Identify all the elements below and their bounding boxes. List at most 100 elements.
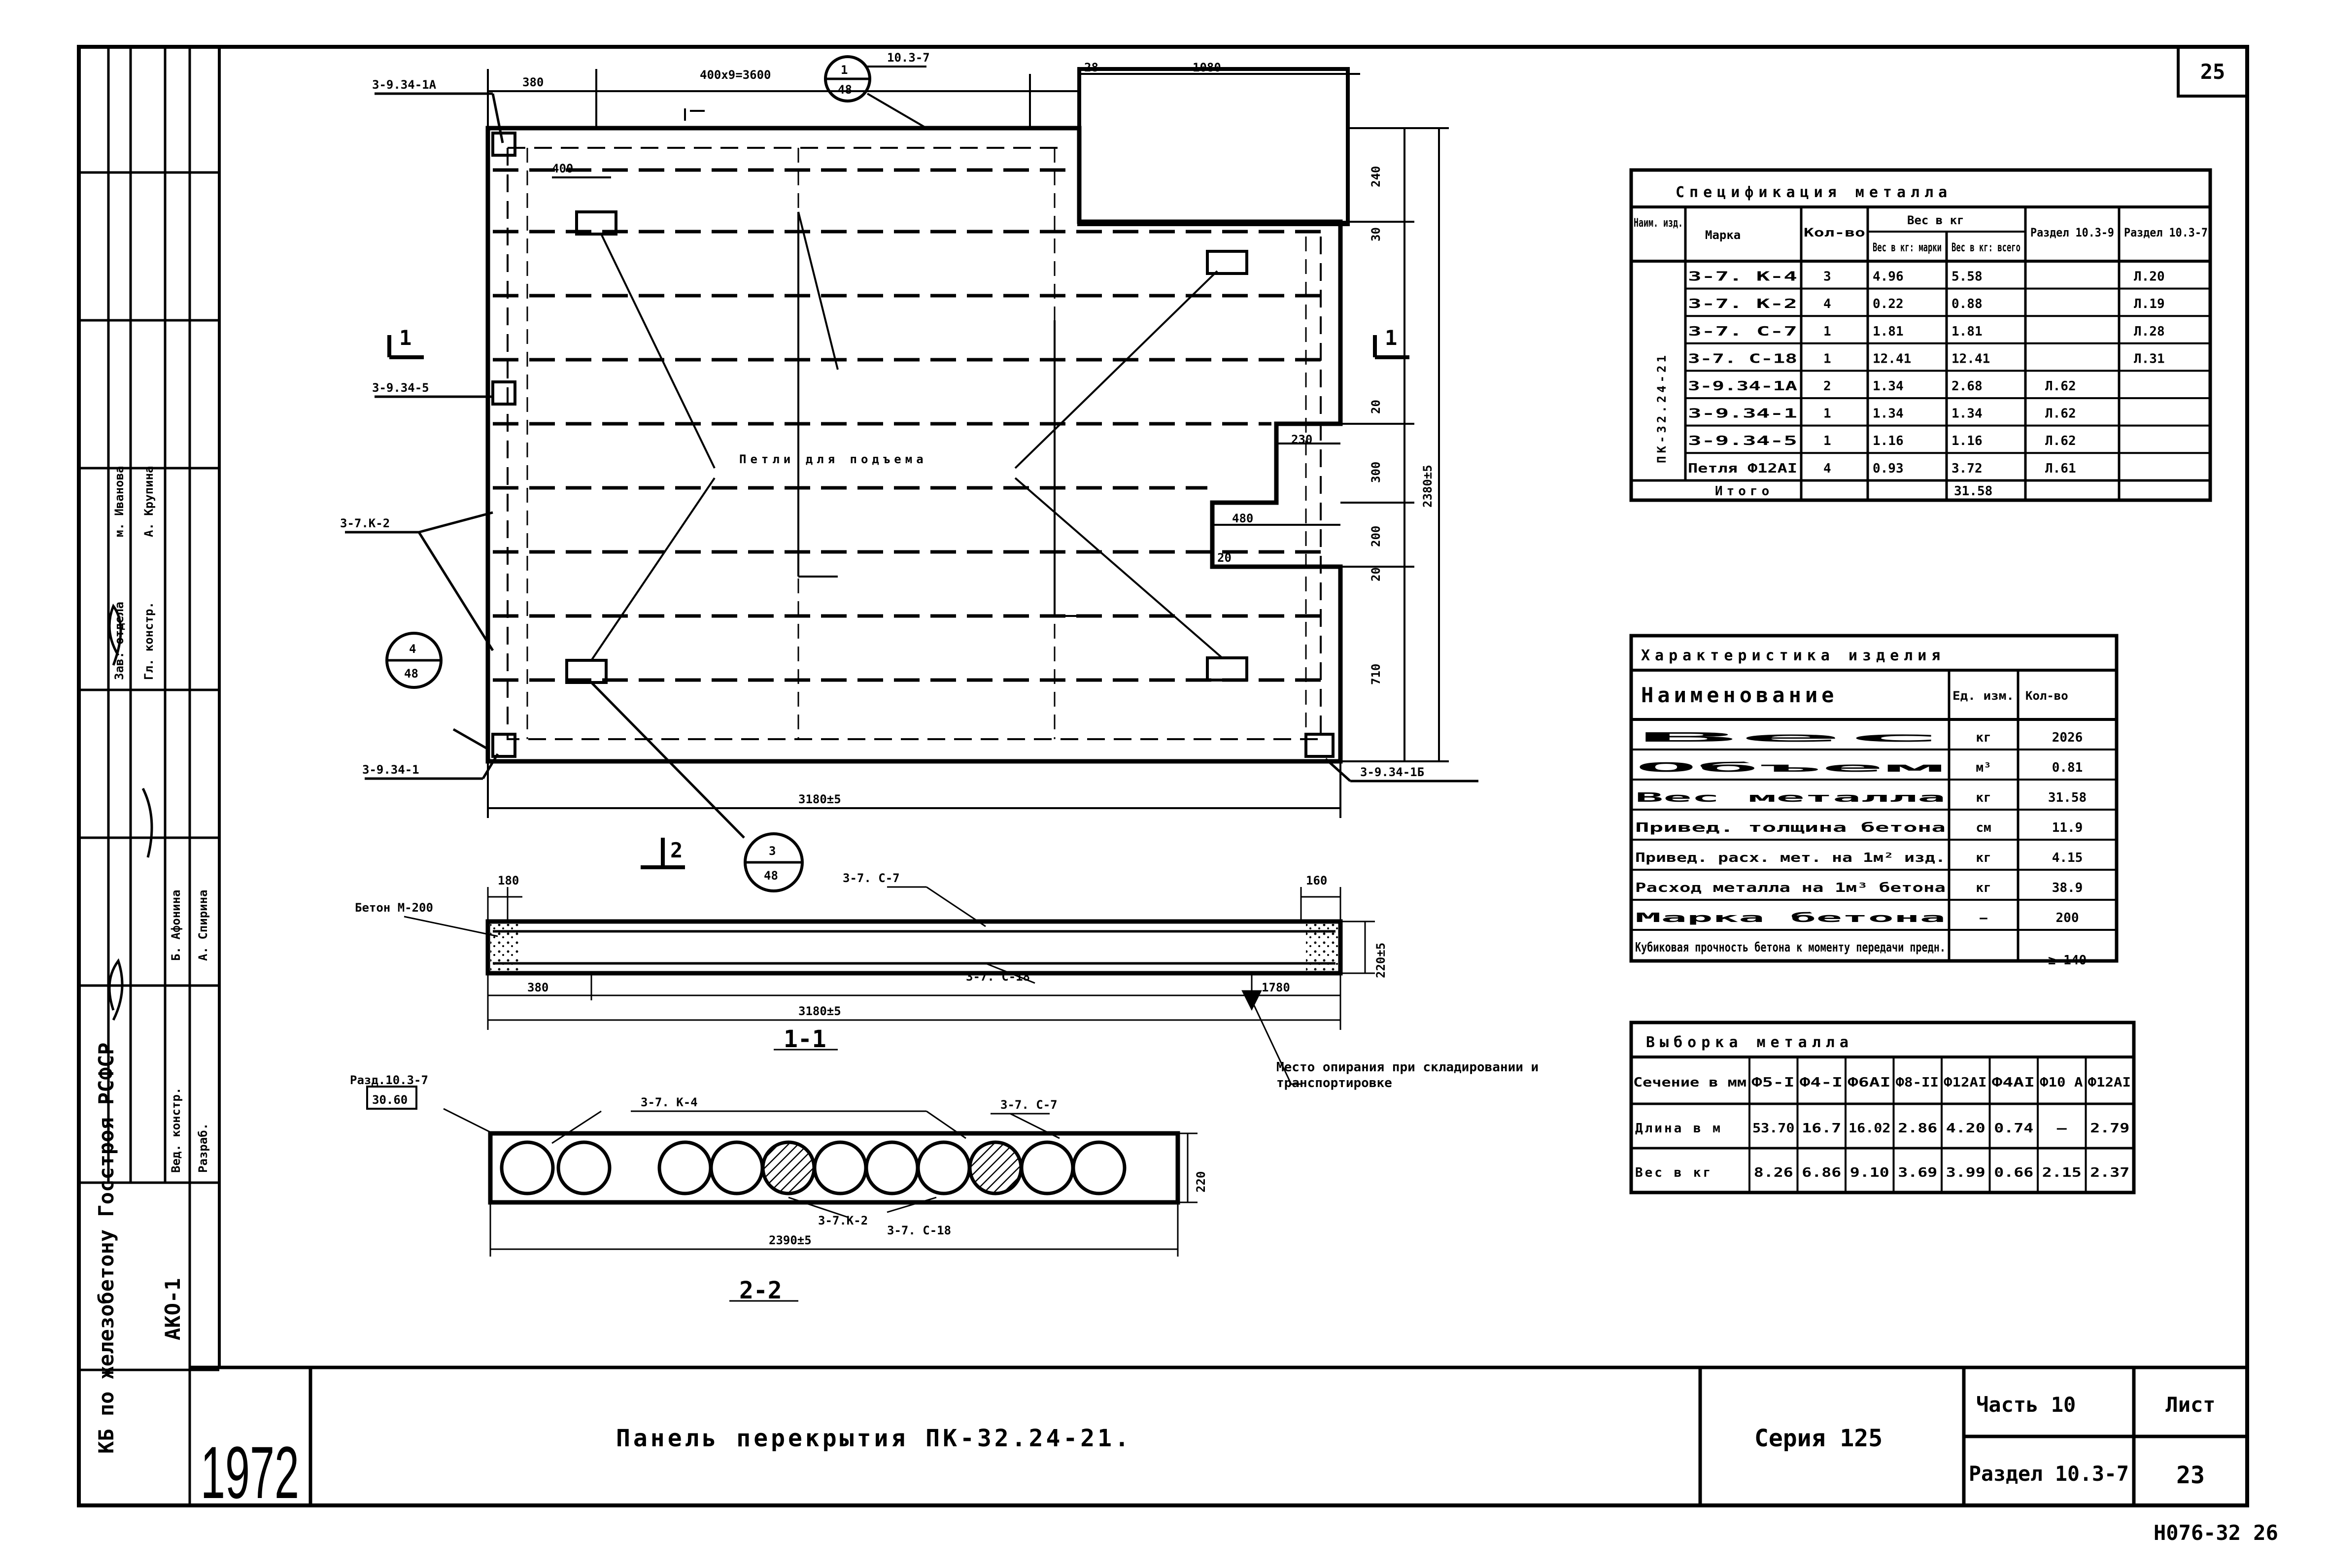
sample-header-cell: Ф4-I (1800, 1075, 1843, 1090)
sample-value-cell: 16.7 (1802, 1121, 1841, 1136)
spec-cell-weight-total: 1.81 (1951, 324, 1983, 339)
spec-cell-qty: 1 (1823, 324, 1831, 339)
spec-table (1629, 168, 2212, 502)
spec-cell-mark: 3-9.34-5 (1688, 434, 1797, 448)
signature-role-2: Гл. констр. (142, 602, 156, 680)
sample-header-cell: Ф6АI (1848, 1075, 1891, 1090)
char-cell-unit: кг (1976, 881, 1991, 895)
sample-header-cell: Ф4АI (1992, 1075, 2035, 1090)
spec-cell-weight-mark: 0.22 (1873, 297, 1904, 311)
char-cell-value: ≥ 140 (2048, 953, 2087, 968)
sample-value-cell: 2.79 (2090, 1121, 2129, 1136)
spec-header-section-9: Раздел 10.3-9 (2030, 226, 2114, 239)
spec-table-title: Спецификация металла (1676, 184, 1952, 201)
dim-20c: 20 (1369, 567, 1383, 581)
spec-cell-weight-mark: 1.81 (1873, 324, 1904, 339)
spec-cell-weight-mark: 1.16 (1873, 434, 1904, 448)
drawing-year: 1972 (201, 1431, 299, 1514)
spec-header-weight: Вес в кг (1907, 213, 1964, 227)
org-code: АКО-1 (161, 1278, 185, 1340)
hollow-core-void (1071, 1140, 1127, 1195)
sample-row-label: Длина в м (1635, 1121, 1722, 1136)
spec-cell-mark: 3-9.34-1А (1688, 379, 1798, 394)
spec-cell-weight-total: 0.88 (1951, 297, 1983, 311)
spec-table-text: Спецификация металла Наим. изд. Марка Ко… (1634, 184, 2208, 499)
spec-cell-weight-mark: 1.34 (1873, 407, 1904, 421)
sheet-corner-number: 25 (2200, 60, 2225, 84)
signature-name-1: м. Иванова (112, 466, 126, 538)
char-header-name: Наименование (1641, 683, 1838, 707)
spec-cell-weight-total: 3.72 (1951, 461, 1983, 476)
char-cell-name: Вес металла (1635, 790, 1946, 805)
label-left-lower: 3-7.К-2 (340, 516, 390, 530)
spec-cell-weight-mark: 12.41 (1873, 351, 1911, 366)
char-cell-name: Объем (1635, 760, 1946, 775)
char-cell-unit: кг (1976, 730, 1991, 745)
spec-item-name: ПК-32.24-21 (1655, 352, 1669, 463)
sheet-label: Лист (2165, 1393, 2215, 1417)
spec-cell-qty: 4 (1823, 461, 1831, 476)
section-1-1-bottom-bar: 3-7. С-18 (966, 970, 1030, 984)
section: Раздел 10.3-7 (1969, 1462, 2129, 1486)
signature-role-4: Разраб. (196, 1123, 210, 1173)
dim-400: 400 (552, 162, 573, 175)
spec-cell-qty: 2 (1823, 379, 1831, 394)
char-cell-name: Привед. толщина бетона (1635, 820, 1946, 835)
section-1-1-labels: 1-1 Бетон М-200 3-7. С-7 3-7. С-18 180 1… (355, 871, 1539, 1091)
spec-cell-weight-total: 1.34 (1951, 407, 1983, 421)
sample-header-cell: Сечение в мм (1633, 1075, 1746, 1090)
spec-cell-qty: 1 (1823, 351, 1831, 366)
label-bottom-right: 3-9.34-1Б (1360, 765, 1424, 779)
signature-role-1: Зав. отдела (112, 602, 126, 680)
spec-cell-section-9: Л.61 (2045, 461, 2076, 476)
char-cell-value: 0.81 (2052, 760, 2083, 775)
spec-cell-weight-total: 12.41 (1951, 351, 1990, 366)
hollow-core-void (657, 1140, 713, 1195)
sample-value-cell: 53.70 (1752, 1121, 1795, 1136)
spec-cell-weight-total: 5.58 (1951, 270, 1983, 284)
spec-cell-mark: 3-7. С-7 (1688, 324, 1797, 339)
spec-cell-qty: 1 (1823, 434, 1831, 448)
char-cell-name: Марка бетона (1635, 911, 1946, 925)
sample-value-cell: 16.02 (1849, 1121, 1891, 1136)
drawing-title: Панель перекрытия ПК-32.24-21. (616, 1425, 1132, 1452)
spec-cell-section-7: Л.19 (2134, 297, 2165, 311)
section-2-2-c18: 3-7. С-18 (887, 1224, 951, 1237)
signature-name-4: А. Спирина (196, 890, 210, 961)
sample-header-cell: Ф10 А (2040, 1075, 2083, 1090)
char-cell-name: Вес (1635, 730, 1946, 745)
sample-value-cell: 9.10 (1850, 1165, 1889, 1180)
dim-28: 28 (1084, 61, 1098, 74)
section-mark-1-right: 1 (1385, 326, 1397, 350)
spec-cell-weight-mark: 1.34 (1873, 379, 1904, 394)
char-cell-unit: кг (1976, 851, 1991, 865)
spec-cell-section-7: Л.28 (2134, 324, 2165, 339)
char-cell-value: 11.9 (2052, 820, 2083, 835)
section-2-2-k2: 3-7.К-2 (818, 1214, 868, 1227)
dim-240: 240 (1369, 166, 1383, 187)
sample-table (1629, 1021, 2136, 1194)
spec-cell-weight-mark: 4.96 (1873, 270, 1904, 284)
spec-cell-mark: 3-7. К-4 (1688, 270, 1797, 284)
sample-value-cell: 2.86 (1898, 1121, 1937, 1136)
hollow-core-void (864, 1140, 920, 1195)
hollow-core-void (556, 1140, 612, 1195)
spec-header-weight-total: Вес в кг: всего (1951, 240, 2020, 254)
dim-710: 710 (1369, 664, 1383, 685)
section-1-1-top-bar: 3-7. С-7 (843, 871, 900, 885)
dim-230: 230 (1291, 433, 1312, 446)
label-top-ref: 10.3-7 (887, 51, 930, 65)
node-left-ref: 48 (404, 667, 418, 681)
node-left-number: 4 (409, 642, 416, 656)
signature-name-2: А. Крупина (142, 466, 156, 538)
char-cell-value: 31.58 (2048, 790, 2087, 805)
section-2-2-height: 220 (1194, 1171, 1208, 1193)
dim-total-length: 3180±5 (798, 792, 841, 806)
section-1-1-concrete: Бетон М-200 (355, 901, 433, 915)
hollow-core-void (709, 1140, 764, 1195)
spec-cell-mark: Петля Ф12АI (1688, 461, 1797, 476)
char-cell-unit: — (1980, 953, 1987, 968)
spec-cell-section-7: Л.31 (2134, 351, 2165, 366)
dim-480: 480 (1232, 511, 1253, 525)
